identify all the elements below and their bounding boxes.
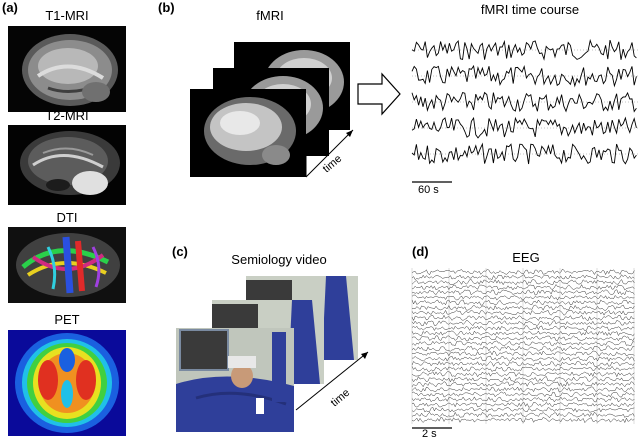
pet-image: [8, 330, 126, 436]
eeg-scale-label: 2 s: [422, 428, 437, 440]
eeg-channel-trace: [411, 396, 635, 403]
fmri-trace: [411, 116, 637, 139]
eeg-channel-trace: [411, 299, 635, 306]
eeg-channel-trace: [411, 350, 635, 357]
dti-image: [8, 227, 126, 303]
eeg-channel-trace: [411, 417, 635, 424]
fmri-timecourse-caption: fMRI time course: [480, 2, 580, 17]
dti-caption: DTI: [56, 210, 78, 225]
fmri-frame-front: [190, 89, 306, 177]
video-frame-front: [176, 328, 294, 432]
eeg-channel-trace: [411, 268, 635, 276]
eeg-channel-trace: [411, 406, 635, 413]
eeg-channel-trace: [411, 284, 635, 291]
eeg-channel-trace: [411, 330, 635, 337]
t1-mri-caption: T1-MRI: [45, 8, 89, 23]
eeg-channel-trace: [411, 289, 635, 296]
eeg-caption: EEG: [512, 250, 540, 265]
eeg-channel-trace: [411, 386, 635, 393]
eeg-channel-trace: [411, 365, 635, 372]
fmri-scale-label: 60 s: [418, 184, 439, 196]
eeg-channel-trace: [411, 304, 635, 311]
eeg-channel-trace: [411, 319, 635, 327]
t2-mri-caption: T2-MRI: [45, 108, 89, 123]
eeg-channel-trace: [411, 309, 635, 316]
panel-b-label: (b): [158, 0, 175, 15]
eeg-channel-trace: [411, 340, 635, 347]
eeg-channel-trace: [411, 345, 635, 352]
fmri-trace: [411, 38, 637, 61]
fmri-trace: [411, 142, 637, 165]
eeg-channel-trace: [412, 355, 635, 362]
panel-d-label: (d): [412, 244, 429, 259]
eeg-channel-trace: [411, 273, 635, 280]
eeg-channel-trace: [411, 381, 635, 388]
eeg-channel-trace: [411, 335, 635, 342]
panel-a-label: (a): [2, 0, 18, 15]
eeg-channel-trace: [411, 314, 635, 322]
eeg-channel-trace: [411, 294, 635, 301]
eeg-channel-trace: [411, 371, 635, 378]
eeg-channel-trace: [411, 325, 635, 332]
eeg-channel-trace: [411, 401, 635, 408]
t1-mri-image: [8, 26, 126, 112]
pet-caption: PET: [54, 312, 80, 327]
fmri-caption: fMRI: [256, 8, 284, 23]
fmri-trace: [411, 91, 637, 113]
semiology-caption: Semiology video: [231, 252, 327, 267]
eeg-channel-trace: [411, 360, 635, 367]
eeg-channel-trace: [411, 376, 635, 383]
eeg-channel-trace: [411, 278, 635, 286]
t2-mri-image: [8, 125, 126, 205]
eeg-channel-trace: [411, 391, 635, 398]
eeg-channel-trace: [411, 411, 635, 418]
panel-c-label: (c): [172, 244, 188, 259]
fmri-trace: [411, 64, 637, 88]
